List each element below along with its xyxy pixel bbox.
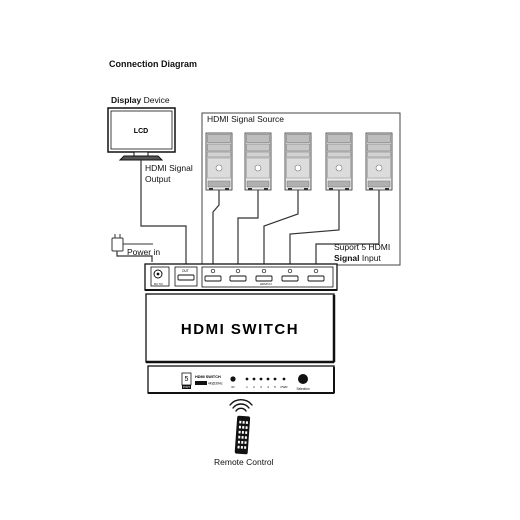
remote-control-icon [234, 415, 251, 455]
badge-number: 5 [185, 376, 189, 383]
front-led-row: IR 1 2 3 4 5 PWR [230, 376, 288, 389]
front-spec-label: 4K@30Hz [208, 382, 223, 386]
support-label-line1: Suport 5 HDMI [334, 242, 391, 252]
remote-control-label: Remote Control [214, 457, 274, 467]
remote-button [245, 431, 248, 434]
power-adapter [111, 234, 153, 262]
remote-signal-icon [229, 399, 253, 412]
front-led-label: 3 [260, 385, 262, 389]
switch-rear-panel: DC 5V OUT HDMI IN [144, 263, 338, 291]
source-cable [289, 190, 340, 270]
source-pc [205, 132, 233, 191]
diagram-title: Connection Diagram [109, 59, 198, 69]
rear-hdmi-port [229, 268, 247, 282]
remote-button [244, 436, 247, 439]
hdmi-output-label-line2: Output [145, 174, 171, 184]
remote-button [241, 435, 244, 439]
remote-button [238, 435, 241, 439]
display-heading-bold: Display [111, 95, 142, 105]
front-led: 3 [259, 377, 263, 389]
remote-button [245, 426, 248, 429]
source-pc [325, 132, 353, 191]
selection-button-label: Selection [296, 387, 309, 391]
front-led: PWR [281, 377, 289, 389]
front-model-label: HDMI SWITCH [195, 375, 221, 379]
power-in-label: Power in [127, 247, 161, 257]
rear-hdmi-port [255, 268, 273, 282]
switch-top-label: HDMI SWITCH [181, 321, 299, 338]
lcd-monitor: LCD [107, 107, 176, 161]
badge-text: PORT [183, 385, 191, 389]
source-cable [212, 190, 220, 270]
rear-input-ports [204, 268, 325, 282]
source-pc [244, 132, 272, 191]
front-led-label: 4 [267, 385, 269, 389]
switch-top-view: HDMI SWITCH [145, 293, 336, 364]
front-led-label: 5 [274, 385, 276, 389]
front-led-label: 2 [253, 385, 255, 389]
hdmi-output-cable [140, 160, 187, 268]
remote-button [244, 446, 247, 449]
display-heading-rest: Device [141, 95, 170, 105]
out-port-label: OUT [182, 269, 189, 273]
hdmi-output-label-line1: HDMI Signal [145, 163, 193, 173]
rear-hdmi-port [307, 268, 325, 282]
remote-button [239, 420, 242, 424]
rear-hdmi-port [204, 268, 222, 282]
source-pc-group [205, 132, 393, 191]
remote-button [238, 430, 241, 434]
remote-button [238, 425, 242, 429]
front-led: 5 [273, 377, 277, 389]
support-label-bold: Signal [334, 253, 360, 263]
front-led-label: PWR [281, 385, 289, 389]
signal-source-label: HDMI Signal Source [207, 114, 285, 124]
source-cables [212, 190, 380, 270]
selection-button [298, 374, 308, 384]
remote-button [245, 421, 248, 424]
front-led: 2 [252, 377, 256, 389]
display-device-label: Display Device [111, 95, 170, 105]
front-led: 1 [245, 377, 249, 389]
remote-button [237, 445, 240, 449]
dc-jack-label: DC 5V [154, 282, 163, 286]
remote-button [242, 421, 245, 424]
source-cable [315, 190, 380, 270]
source-cable [263, 190, 299, 270]
rear-hdmi-port [281, 268, 299, 282]
source-pc [284, 132, 312, 191]
support-label-line2: Signal Input [334, 253, 381, 263]
remote-button [240, 445, 243, 449]
remote-button [244, 441, 247, 444]
hdmi-in-label: HDMI IN [260, 282, 272, 286]
lcd-screen-label: LCD [134, 128, 148, 135]
remote-button [237, 440, 241, 444]
source-cable [237, 190, 259, 270]
support-label-rest: Input [359, 253, 381, 263]
front-led-label: IR [232, 385, 236, 389]
remote-button [241, 440, 244, 444]
front-led-label: 1 [246, 385, 248, 389]
source-pc [365, 132, 393, 191]
front-led: 4 [266, 377, 270, 389]
remote-button [241, 430, 245, 434]
remote-button [242, 426, 245, 429]
front-led: IR [230, 376, 236, 389]
